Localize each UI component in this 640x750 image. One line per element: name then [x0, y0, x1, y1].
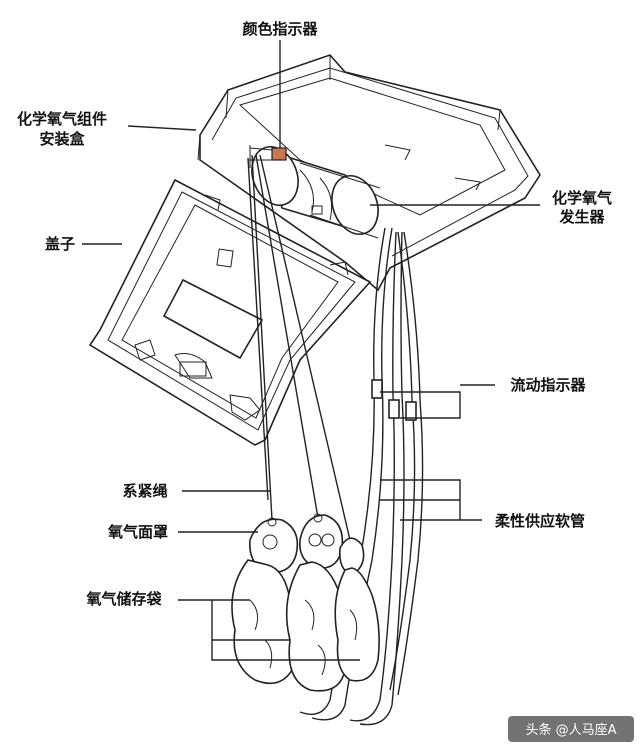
label-flow-indicator: 流动指示器	[510, 376, 586, 394]
oxygen-generator	[251, 146, 381, 239]
labels: 颜色指示器 化学氧气组件 安装盒 盖子 化学氧气 发生器 流动指示器 系紧绳 柔…	[17, 20, 612, 608]
mounting-box	[197, 54, 541, 292]
label-generator-line2: 发生器	[558, 208, 605, 226]
label-generator-line1: 化学氧气	[552, 189, 612, 207]
label-box-line2: 安装盒	[39, 130, 85, 148]
watermark: 头条 @人马座A	[508, 716, 634, 742]
supply-hoses	[299, 227, 424, 726]
label-color-indicator: 颜色指示器	[242, 20, 318, 38]
leader-lines	[82, 40, 540, 661]
watermark-text: 头条 @人马座A	[525, 722, 616, 738]
oxygen-masks	[249, 513, 365, 576]
reservoir-bags	[231, 559, 380, 692]
label-box-line1: 化学氧气组件	[17, 110, 107, 128]
lanyards	[247, 154, 351, 541]
label-reservoir-bag: 氧气储存袋	[85, 590, 162, 608]
label-mask: 氧气面罩	[107, 523, 168, 541]
lid	[88, 178, 372, 446]
label-flexible-hose: 柔性供应软管	[495, 512, 585, 530]
label-lid: 盖子	[45, 235, 75, 253]
label-lanyard: 系紧绳	[122, 482, 167, 500]
color-indicator	[248, 145, 287, 168]
